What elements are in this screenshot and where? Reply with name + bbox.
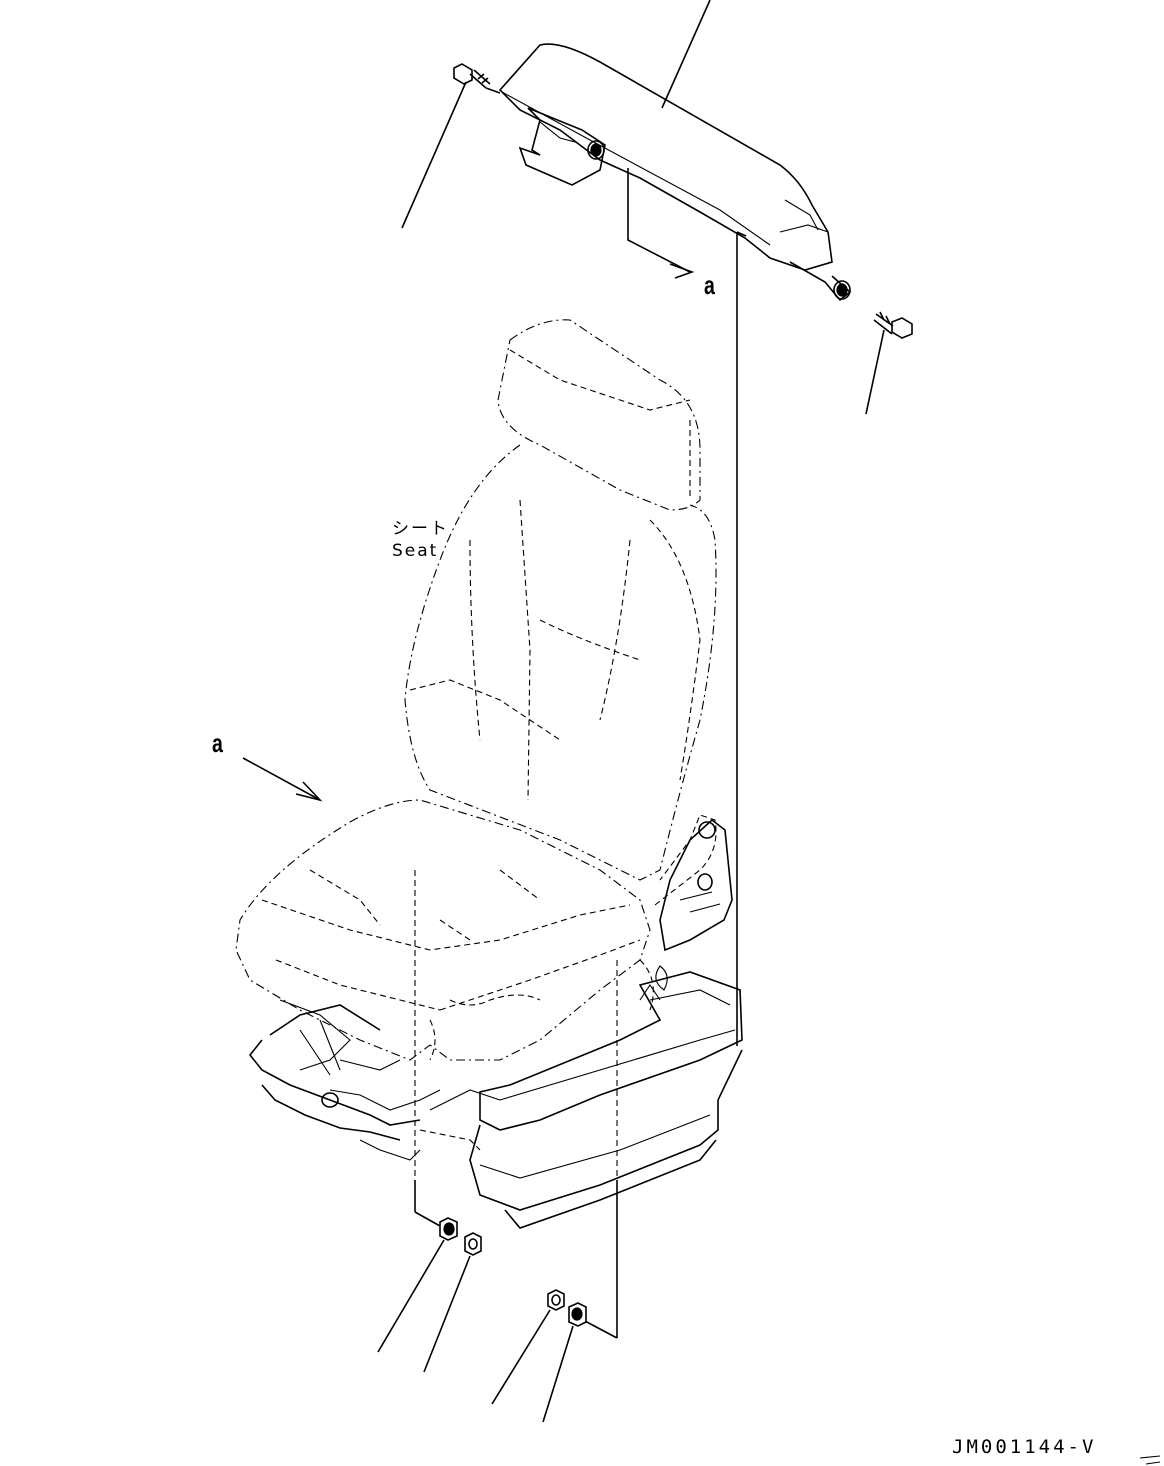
bolt-right: [865, 311, 913, 415]
view-arrow-left: [242, 757, 323, 802]
view-marker-a-top: a: [704, 270, 715, 300]
seat-label-en: Seat: [392, 541, 439, 561]
drawing-code: JM001144-V: [952, 1436, 1097, 1458]
nut-1: [377, 1217, 458, 1353]
seat-outline: [235, 319, 717, 1061]
washer-1: [423, 1232, 482, 1373]
seat-label-jp: シート: [392, 519, 449, 539]
bolt-upper-left: [401, 63, 501, 229]
seat-frame: [248, 818, 743, 1229]
leader-lines: [414, 231, 747, 1339]
view-arrow-top: [627, 168, 695, 279]
view-marker-a-left: a: [212, 728, 223, 758]
nut-2: [491, 1289, 565, 1405]
washer-2: [542, 1302, 587, 1423]
seat-belt: [498, 0, 852, 302]
